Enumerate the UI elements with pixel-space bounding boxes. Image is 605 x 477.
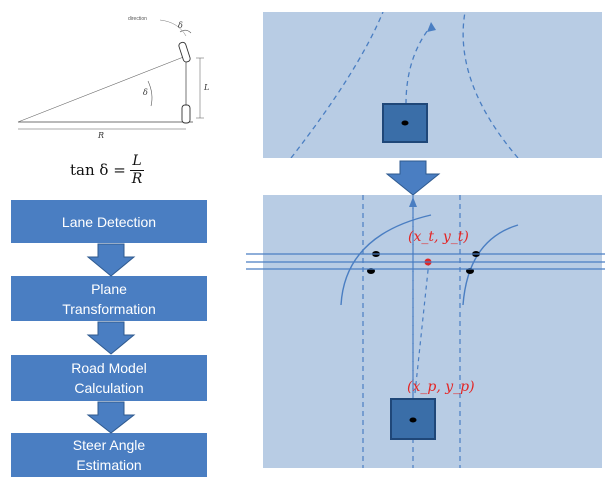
steering-formula: tan δ = L R [70, 150, 190, 190]
flow-step-label-line1: Steer Angle [72, 437, 146, 453]
flow-arrow-down-icon [86, 321, 136, 355]
formula-denominator: R [131, 170, 143, 187]
figure-radius-label: R [97, 131, 104, 140]
figure-direction-label: direction [128, 16, 147, 22]
flow-step-plane-transformation: Plane Transformation [11, 276, 207, 321]
scan-lines [246, 253, 605, 270]
flow-step-road-model: Road Model Calculation [11, 355, 207, 401]
flow-step-lane-detection: Lane Detection [11, 200, 207, 243]
flow-step-label-line2: Estimation [76, 457, 142, 473]
figure-delta-top-label: δ [178, 21, 183, 30]
formula-fraction: L R [130, 153, 145, 188]
flow-step-label-line1: Road Model [71, 360, 147, 376]
flow-arrow-down-icon [86, 243, 136, 277]
vehicle-point-label: (x_p, y_p) [407, 379, 475, 395]
target-point-label: (x_t, y_t) [408, 229, 469, 245]
flow-step-label-line2: Calculation [74, 380, 144, 396]
figure-delta-angle-label: δ [143, 88, 148, 97]
birdseye-view-panel: (x_t, y_t) (x_p, y_p) [263, 195, 602, 468]
flow-step-label-line2: Transformation [62, 300, 156, 317]
formula-lhs: tan δ = [70, 161, 126, 179]
camera-view-panel [263, 12, 602, 158]
transform-arrow-down-icon [385, 160, 441, 196]
flow-step-label-line1: Plane [91, 280, 127, 297]
vehicle-icon [382, 103, 428, 143]
formula-numerator: L [130, 152, 144, 171]
figure-wheelbase-label: L [203, 83, 209, 92]
flow-step-steer-angle: Steer Angle Estimation [11, 433, 207, 477]
flow-step-label: Lane Detection [61, 213, 157, 230]
flow-arrow-down-icon [86, 401, 136, 434]
bicycle-model-figure: direction δ δ L R [10, 6, 220, 148]
